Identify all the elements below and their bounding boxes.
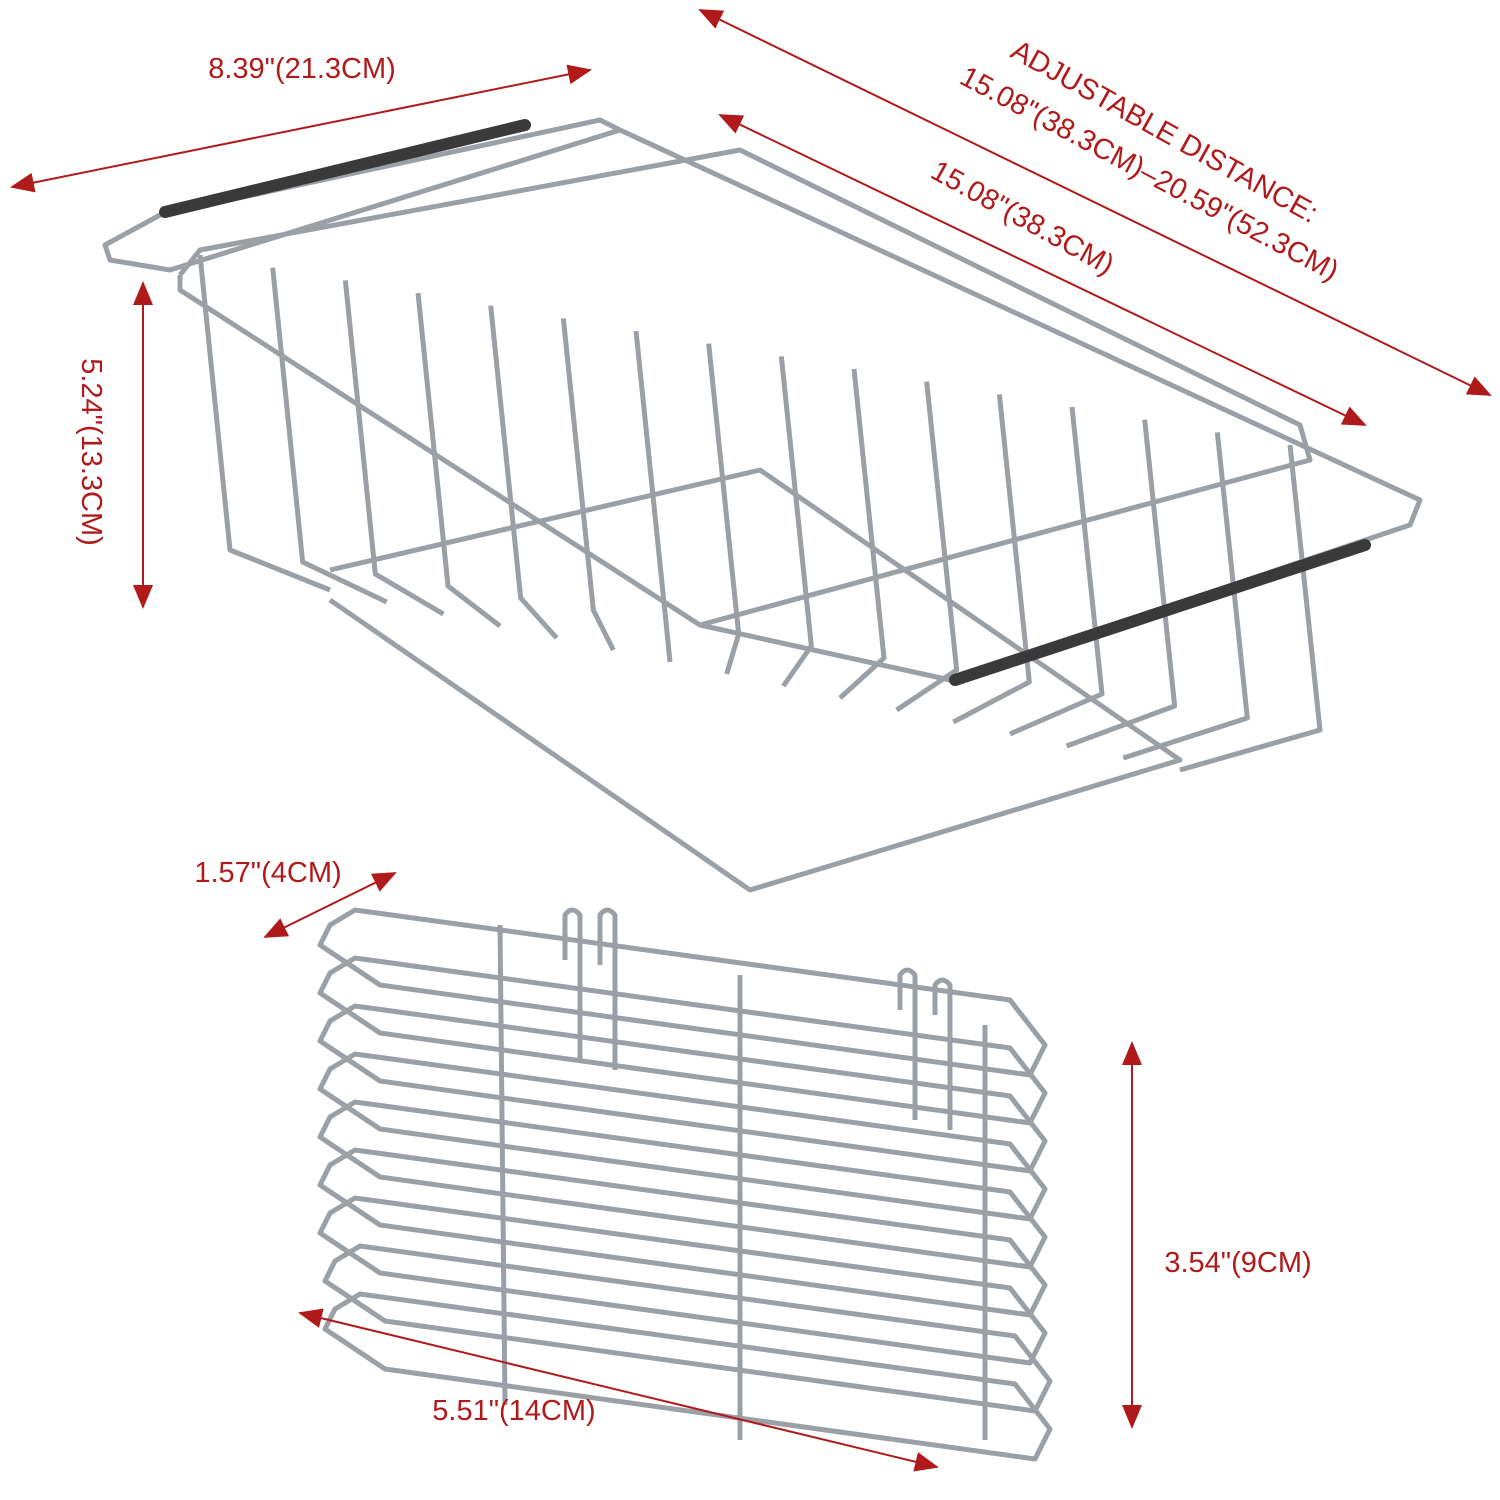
hook-left xyxy=(597,907,618,1070)
handle-grip-right xyxy=(949,539,1371,686)
basket-width-label: 8.39"(21.3CM) xyxy=(208,53,396,85)
length-arrow xyxy=(718,114,1367,426)
basket-height-label: 5.24"(13.3CM) xyxy=(75,358,107,546)
basket-wire xyxy=(778,356,814,688)
hook-right xyxy=(932,977,953,1130)
basket-wire xyxy=(270,267,388,605)
caddy-depth-label: 1.57"(4CM) xyxy=(194,857,341,889)
width-arrow xyxy=(10,64,592,193)
dish-rack-basket xyxy=(102,117,1423,893)
basket-wire xyxy=(895,381,960,713)
basket-wires xyxy=(197,254,1323,773)
caddy-depth-arrow xyxy=(263,872,397,938)
inner-rim xyxy=(177,147,1313,628)
hook-left xyxy=(562,907,583,1060)
caddy-ring xyxy=(322,1291,1053,1462)
caddy-ring xyxy=(317,1195,1048,1366)
adjustable-range-label: 15.08"(38.3CM)–20.59"(52.3CM) xyxy=(955,60,1344,287)
caddy-ring xyxy=(317,1147,1048,1318)
caddy-post xyxy=(497,924,508,1406)
caddy-ring xyxy=(317,1003,1048,1174)
basket-wire xyxy=(952,394,1032,725)
basket-wire xyxy=(415,292,502,628)
basket-wire xyxy=(1009,406,1105,737)
basket-wire xyxy=(342,280,445,617)
basket-wire xyxy=(838,368,887,700)
basket-wire xyxy=(560,318,616,652)
basket-wire xyxy=(1122,432,1250,761)
basket-wire xyxy=(488,305,559,640)
caddy-ring xyxy=(317,1051,1048,1222)
caddy-length-label: 5.51"(14CM) xyxy=(432,1395,595,1427)
caddy-ring xyxy=(317,955,1048,1126)
hook-right xyxy=(897,967,918,1120)
outer-frame xyxy=(102,117,623,273)
basket-wire xyxy=(633,330,673,663)
basket-wire xyxy=(706,343,742,675)
basket-wire xyxy=(1179,444,1323,773)
utensil-caddy xyxy=(317,907,1053,1462)
basket-wire xyxy=(197,254,331,593)
basket-length-label: 15.08"(38.3CM) xyxy=(926,155,1120,282)
caddy-height-label: 3.54"(9CM) xyxy=(1164,1247,1311,1279)
caddy-ring xyxy=(317,907,1048,1078)
caddy-ring xyxy=(322,1243,1053,1414)
caddy-length-arrow xyxy=(298,1308,939,1472)
caddy-ring xyxy=(317,1099,1048,1270)
basket-wire xyxy=(1065,419,1178,749)
basket-bottom xyxy=(328,467,1183,893)
adjustable-arrow xyxy=(698,9,1492,396)
